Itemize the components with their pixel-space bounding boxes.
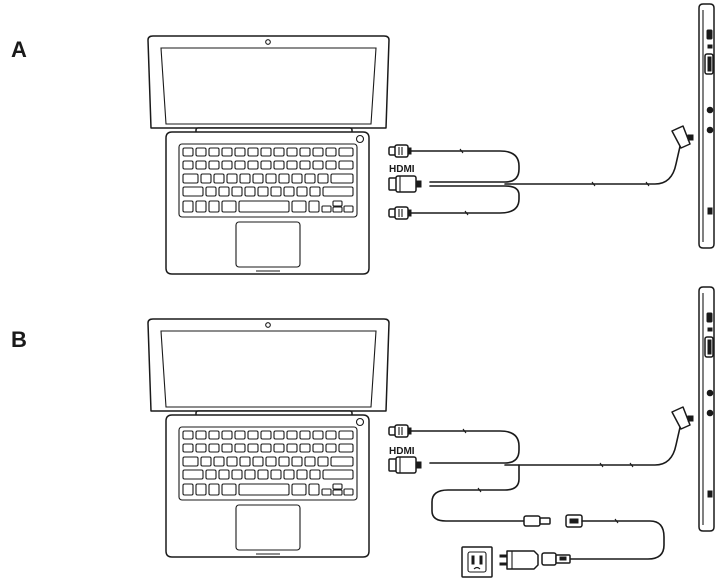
usb-a-plug — [541, 552, 557, 566]
hdmi-logo-a: HDMI — [389, 164, 415, 175]
power-adapter-chain — [461, 514, 665, 578]
cable-b — [410, 406, 694, 522]
power-adapter — [506, 550, 539, 570]
display-a — [698, 3, 715, 249]
hdmi-plug-a: HDMI — [388, 164, 422, 193]
usb-c-plug-top-b — [388, 424, 412, 438]
panel-a: HDMI — [148, 3, 715, 274]
hdmi-plug-b: HDMI — [388, 446, 422, 474]
cable-a — [410, 125, 694, 216]
wall-outlet — [461, 546, 493, 578]
usb-c-plug-bottom-a — [388, 206, 412, 220]
usb-c-adapter — [523, 515, 541, 527]
panel-b: HDMI — [148, 286, 715, 578]
panel-label-a: A — [11, 37, 27, 62]
panel-label-b: B — [11, 327, 27, 352]
hdmi-logo-b: HDMI — [389, 446, 415, 457]
laptop-a — [148, 36, 389, 274]
display-b — [698, 286, 715, 532]
usb-c-plug-top-a — [388, 144, 412, 158]
laptop-b — [148, 319, 389, 557]
